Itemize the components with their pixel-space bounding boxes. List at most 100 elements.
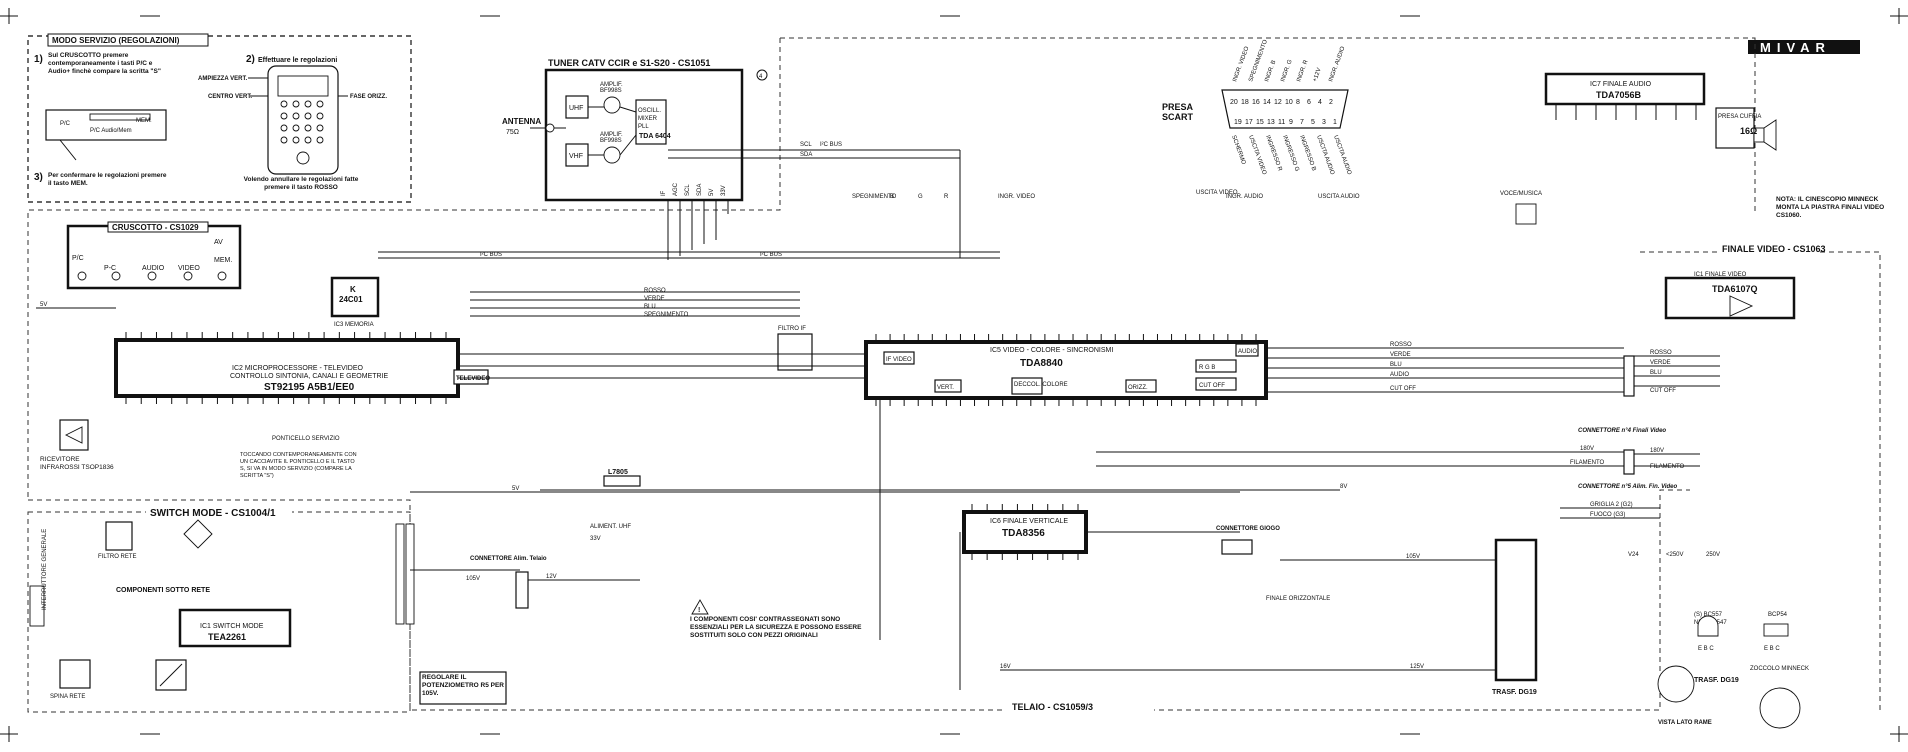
svg-text:CONNETTORE GIOGO: CONNETTORE GIOGO — [1216, 526, 1280, 532]
svg-text:VOCE/MUSICA: VOCE/MUSICA — [1500, 191, 1542, 197]
chassis-title: TELAIO - CS1059/3 — [1012, 702, 1093, 712]
scart-label: INGR. R — [1296, 59, 1310, 83]
scart-label: INGRESSO G — [1281, 135, 1300, 173]
svg-text:SPINA RETE: SPINA RETE — [50, 694, 85, 700]
scart-label: USCITA AUDIO — [1332, 135, 1352, 176]
scart-pin: 18 — [1241, 99, 1249, 106]
service-mode-title: MODO SERVIZIO (REGOLAZIONI) — [52, 36, 180, 45]
panel-button-label: P/C — [72, 255, 84, 262]
svg-text:SDA: SDA — [697, 184, 703, 196]
svg-text:CONNETTORE n°5 Alim. Fin. Vide: CONNETTORE n°5 Alim. Fin. Video — [1578, 484, 1678, 490]
svg-text:IC3 MEMORIA: IC3 MEMORIA — [334, 322, 374, 328]
scart-pin: 11 — [1278, 119, 1285, 126]
svg-text:8V: 8V — [1340, 484, 1347, 490]
svg-text:SCL: SCL — [800, 142, 812, 148]
svg-text:AUDIO: AUDIO — [1238, 349, 1257, 355]
svg-text:TELEVIDEO: TELEVIDEO — [456, 376, 490, 382]
svg-text:BLU: BLU — [1650, 370, 1662, 376]
svg-text:TDA8840: TDA8840 — [1020, 358, 1063, 369]
svg-text:DECCOL. COLORE: DECCOL. COLORE — [1014, 382, 1068, 388]
svg-text:SWITCH MODE - CS1004/1: SWITCH MODE - CS1004/1 — [150, 508, 276, 519]
svg-text:AUDIO: AUDIO — [1390, 372, 1409, 378]
svg-text:5V: 5V — [709, 189, 715, 196]
scart-pin: 12 — [1274, 99, 1282, 106]
scart-pin: 16 — [1252, 99, 1260, 106]
svg-text:PLL: PLL — [638, 124, 649, 130]
svg-text:AGC: AGC — [673, 182, 679, 196]
svg-text:CONNETTORE Alim. Telaio: CONNETTORE Alim. Telaio — [470, 556, 547, 562]
svg-text:CUT OFF: CUT OFF — [1390, 386, 1416, 392]
svg-text:ROSSO: ROSSO — [1650, 350, 1672, 356]
ir-receiver: RICEVITORE INFRAROSSI TSOP1836 PONTICELL… — [40, 419, 357, 479]
scart-pin: 10 — [1285, 99, 1293, 106]
signal-wiring — [36, 149, 1720, 690]
svg-text:5V: 5V — [40, 302, 47, 308]
svg-text:CONTROLLO SINTONIA, CANALI E G: CONTROLLO SINTONIA, CANALI E GEOMETRIE — [230, 373, 389, 380]
svg-text:180V: 180V — [1580, 446, 1594, 452]
svg-text:(S) BC557: (S) BC557 — [1694, 612, 1723, 618]
panel-button-label: MEM. — [214, 257, 232, 264]
svg-text:16Ω: 16Ω — [1740, 126, 1757, 136]
svg-text:TRASF. DG19: TRASF. DG19 — [1492, 689, 1537, 696]
svg-text:FASE ORIZZ.: FASE ORIZZ. — [350, 94, 387, 100]
scart-label: INGR. B — [1264, 60, 1277, 83]
svg-text:BCP54: BCP54 — [1768, 612, 1788, 618]
svg-text:IF VIDEO: IF VIDEO — [886, 357, 912, 363]
svg-text:!: ! — [698, 607, 700, 614]
video-processor-ic: IC5 VIDEO - COLORE - SINCRONISMI TDA8840… — [777, 326, 1268, 406]
svg-text:CENTRO VERT.: CENTRO VERT. — [208, 94, 252, 100]
service-mode-box: MODO SERVIZIO (REGOLAZIONI) 1) Sul CRUSC… — [27, 33, 412, 203]
scart-pin: 20 — [1230, 99, 1238, 106]
vertical-output-ic: IC6 FINALE VERTICALE TDA8356 — [962, 504, 1088, 560]
svg-text:OSCILL.: OSCILL. — [638, 108, 661, 114]
svg-text:L7805: L7805 — [608, 469, 628, 476]
svg-text:G: G — [918, 194, 923, 200]
service-step2: Effettuare le regolazioni — [258, 57, 337, 64]
svg-text:SPEGNIMENTO: SPEGNIMENTO — [852, 194, 897, 200]
svg-text:MIXER: MIXER — [638, 116, 658, 122]
svg-text:MEM.: MEM. — [136, 118, 152, 124]
svg-text:TUNER CATV CCIR e S1-S20 - CS1: TUNER CATV CCIR e S1-S20 - CS1051 — [548, 58, 710, 68]
scart-pin: 13 — [1267, 119, 1275, 126]
scart-pin: 6 — [1307, 99, 1311, 106]
registration-marks — [0, 8, 1908, 742]
panel-button-label: P-C — [104, 265, 116, 272]
svg-text:CUT OFF: CUT OFF — [1650, 388, 1676, 394]
svg-text:UHF: UHF — [569, 105, 583, 112]
switch-mode-psu: SWITCH MODE - CS1004/1 IC1 SWITCH MODE T… — [27, 506, 415, 713]
svg-text:E B C: E B C — [1764, 646, 1780, 652]
svg-text:CRUSCOTTO - CS1029: CRUSCOTTO - CS1029 — [112, 223, 199, 232]
scart-pin: 3 — [1322, 119, 1326, 126]
svg-text:E B C: E B C — [1698, 646, 1714, 652]
scart-pin: 14 — [1263, 99, 1271, 106]
warning-icon — [691, 599, 709, 615]
audio-final-block: IC7 FINALE AUDIO TDA7056B PRESA CUFFIA 1… — [1500, 72, 1884, 225]
scart-label: INGRESSO B — [1298, 135, 1316, 172]
svg-text:IC1 FINALE VIDEO: IC1 FINALE VIDEO — [1694, 272, 1747, 278]
svg-text:FILTRO IF: FILTRO IF — [778, 326, 806, 332]
svg-text:75Ω: 75Ω — [506, 129, 519, 136]
panel-button-label: VIDEO — [178, 265, 200, 272]
svg-text:R G B: R G B — [1199, 365, 1215, 371]
scart-label: INGR. G — [1280, 59, 1294, 83]
svg-text:PRESA CUFFIA: PRESA CUFFIA — [1718, 114, 1761, 120]
svg-text:R: R — [944, 194, 949, 200]
svg-text:VERDE: VERDE — [644, 296, 665, 302]
svg-text:105V: 105V — [466, 576, 480, 582]
svg-text:FILTRO RETE: FILTRO RETE — [98, 554, 137, 560]
svg-text:INTERRUTTORE GENERALE: INTERRUTTORE GENERALE — [42, 529, 48, 610]
svg-text:ALIMENT. UHF: ALIMENT. UHF — [590, 524, 631, 530]
svg-text:TEA2261: TEA2261 — [208, 632, 246, 642]
svg-text:250V: 250V — [1706, 552, 1720, 558]
svg-text:K: K — [350, 285, 356, 294]
svg-text:33V: 33V — [721, 185, 727, 196]
svg-text:CUT OFF: CUT OFF — [1199, 383, 1225, 389]
svg-text:B: B — [890, 194, 894, 200]
svg-text:AMPIEZZA VERT.: AMPIEZZA VERT. — [198, 76, 247, 82]
svg-text:IC5 VIDEO - COLORE - SINCRONIS: IC5 VIDEO - COLORE - SINCRONISMI — [990, 347, 1113, 354]
scart-pin: 5 — [1311, 119, 1315, 126]
svg-text:IC7 FINALE AUDIO: IC7 FINALE AUDIO — [1590, 81, 1652, 88]
scart-label: INGR. VIDEO — [1232, 46, 1250, 83]
